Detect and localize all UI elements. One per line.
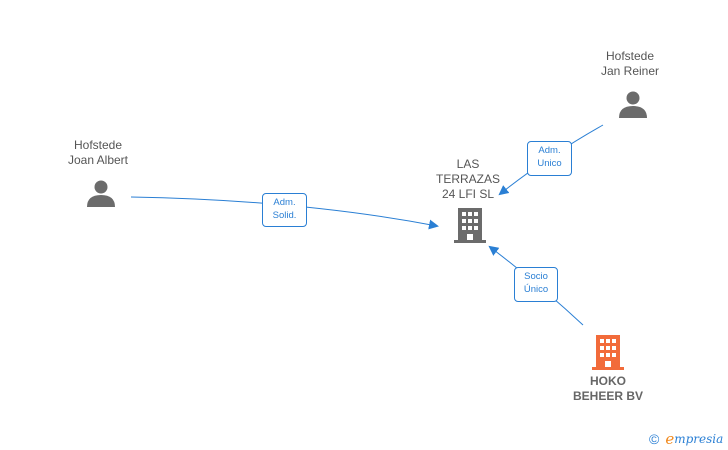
- person-icon[interactable]: [618, 89, 648, 119]
- node-label-line: Hofstede: [605, 49, 655, 63]
- node-label-hoko-beheer: HOKO BEHEER BV: [566, 374, 650, 404]
- edge-label-adm-unico[interactable]: Adm. Unico: [527, 141, 572, 176]
- edge-label-line: Adm.: [273, 197, 296, 208]
- brand-logo-text: mpresia: [674, 432, 724, 446]
- building-icon[interactable]: [591, 334, 625, 370]
- copyright-icon: ©: [649, 431, 660, 447]
- building-icon[interactable]: [453, 207, 487, 243]
- edge-label-line: Socio: [524, 271, 548, 282]
- node-label-las-terrazas: LAS TERRAZAS 24 LFI SL: [428, 157, 508, 202]
- node-label-jan-reiner: Hofstede Jan Reiner: [590, 49, 670, 79]
- person-icon[interactable]: [86, 178, 116, 208]
- edge-label-line: Único: [523, 284, 549, 295]
- node-label-line: HOKO: [590, 374, 626, 388]
- node-label-line: LAS: [456, 157, 480, 171]
- node-label-line: BEHEER BV: [572, 389, 643, 403]
- brand-logo-e: e: [665, 430, 675, 448]
- node-label-line: Jan Reiner: [600, 64, 660, 78]
- edge-label-socio-unico[interactable]: Socio Único: [514, 267, 558, 302]
- node-label-line: Joan Albert: [67, 153, 129, 167]
- node-label-line: 24 LFI SL: [441, 187, 495, 201]
- edge-label-adm-solid[interactable]: Adm. Solid.: [262, 193, 307, 227]
- node-label-joan-albert: Hofstede Joan Albert: [58, 138, 138, 168]
- edge-label-line: Unico: [537, 158, 562, 169]
- edge-label-line: Solid.: [272, 210, 297, 221]
- edge-label-line: Adm.: [538, 145, 561, 156]
- node-label-line: Hofstede: [73, 138, 123, 152]
- node-label-line: TERRAZAS: [435, 172, 500, 186]
